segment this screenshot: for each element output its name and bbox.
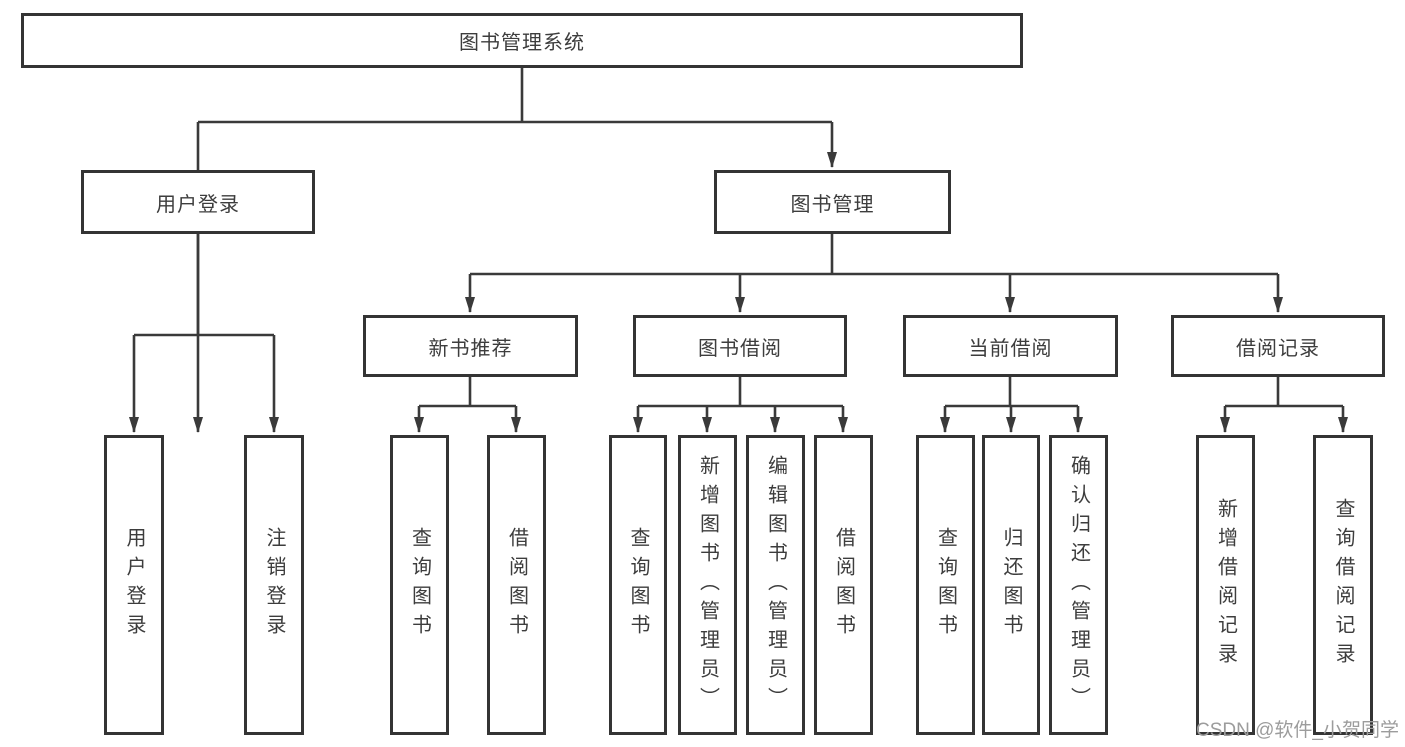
connector-book-management-children [465,234,1283,313]
node-current-borrow-label: 当前借阅 [968,337,1053,360]
connector-user-login-children [129,234,279,433]
leaf-user-login: 用户登录 [104,435,164,735]
leaf-add-borrow-record: 新增借阅记录 [1196,435,1255,735]
node-new-book-recommend-label: 新书推荐 [428,337,513,360]
node-root-label: 图书管理系统 [459,32,585,54]
node-user-login: 用户登录 [81,170,315,234]
node-book-management-label: 图书管理 [790,193,875,216]
watermark: CSDN @软件_小贺同学 [1196,720,1399,741]
leaf-add-borrow-record-label: 新增借阅记录 [1214,498,1237,672]
leaf-add-books-admin: 新增图书（管理员） [678,435,737,735]
node-root: 图书管理系统 [21,13,1023,68]
leaf-confirm-return-admin: 确认归还（管理员） [1049,435,1108,735]
leaf-query-borrow-record-label: 查询借阅记录 [1332,498,1354,672]
leaf-query-borrow-record: 查询借阅记录 [1313,435,1373,735]
node-user-login-label: 用户登录 [156,193,240,216]
node-book-management: 图书管理 [714,170,951,234]
leaf-borrow-books-recommend: 借阅图书 [487,435,546,735]
node-current-borrow: 当前借阅 [903,315,1118,377]
node-new-book-recommend: 新书推荐 [363,315,578,377]
leaf-edit-books-admin: 编辑图书（管理员） [746,435,805,735]
leaf-return-books-label: 归还图书 [1000,527,1022,643]
connector-new-book-recommend-children [414,377,521,433]
connector-borrow-records-children [1220,377,1348,433]
leaf-logout-login-label: 注销登录 [263,527,285,643]
leaf-query-books-borrow: 查询图书 [609,435,667,735]
leaf-query-books-recommend: 查询图书 [390,435,449,735]
node-borrow-records: 借阅记录 [1171,315,1385,377]
connector-book-borrow-children [633,377,848,433]
leaf-borrow-books-recommend-label: 借阅图书 [505,527,528,643]
leaf-query-books-current-label: 查询图书 [934,527,957,643]
leaf-return-books: 归还图书 [982,435,1040,735]
leaf-logout-login: 注销登录 [244,435,304,735]
leaf-add-books-admin-label: 新增图书（管理员） [696,454,719,716]
connector-current-borrow-children [940,377,1083,433]
leaf-query-books-borrow-label: 查询图书 [627,527,649,643]
leaf-borrow-books-label: 借阅图书 [832,527,855,643]
leaf-query-books-current: 查询图书 [916,435,975,735]
leaf-user-login-label: 用户登录 [123,527,145,643]
node-borrow-records-label: 借阅记录 [1236,337,1320,360]
node-book-borrow-label: 图书借阅 [698,337,782,360]
leaf-query-books-recommend-label: 查询图书 [408,527,431,643]
leaf-edit-books-admin-label: 编辑图书（管理员） [764,454,787,716]
leaf-confirm-return-admin-label: 确认归还（管理员） [1067,454,1090,716]
leaf-borrow-books: 借阅图书 [814,435,873,735]
node-book-borrow: 图书借阅 [633,315,847,377]
connector-root-to-level2 [193,68,837,433]
